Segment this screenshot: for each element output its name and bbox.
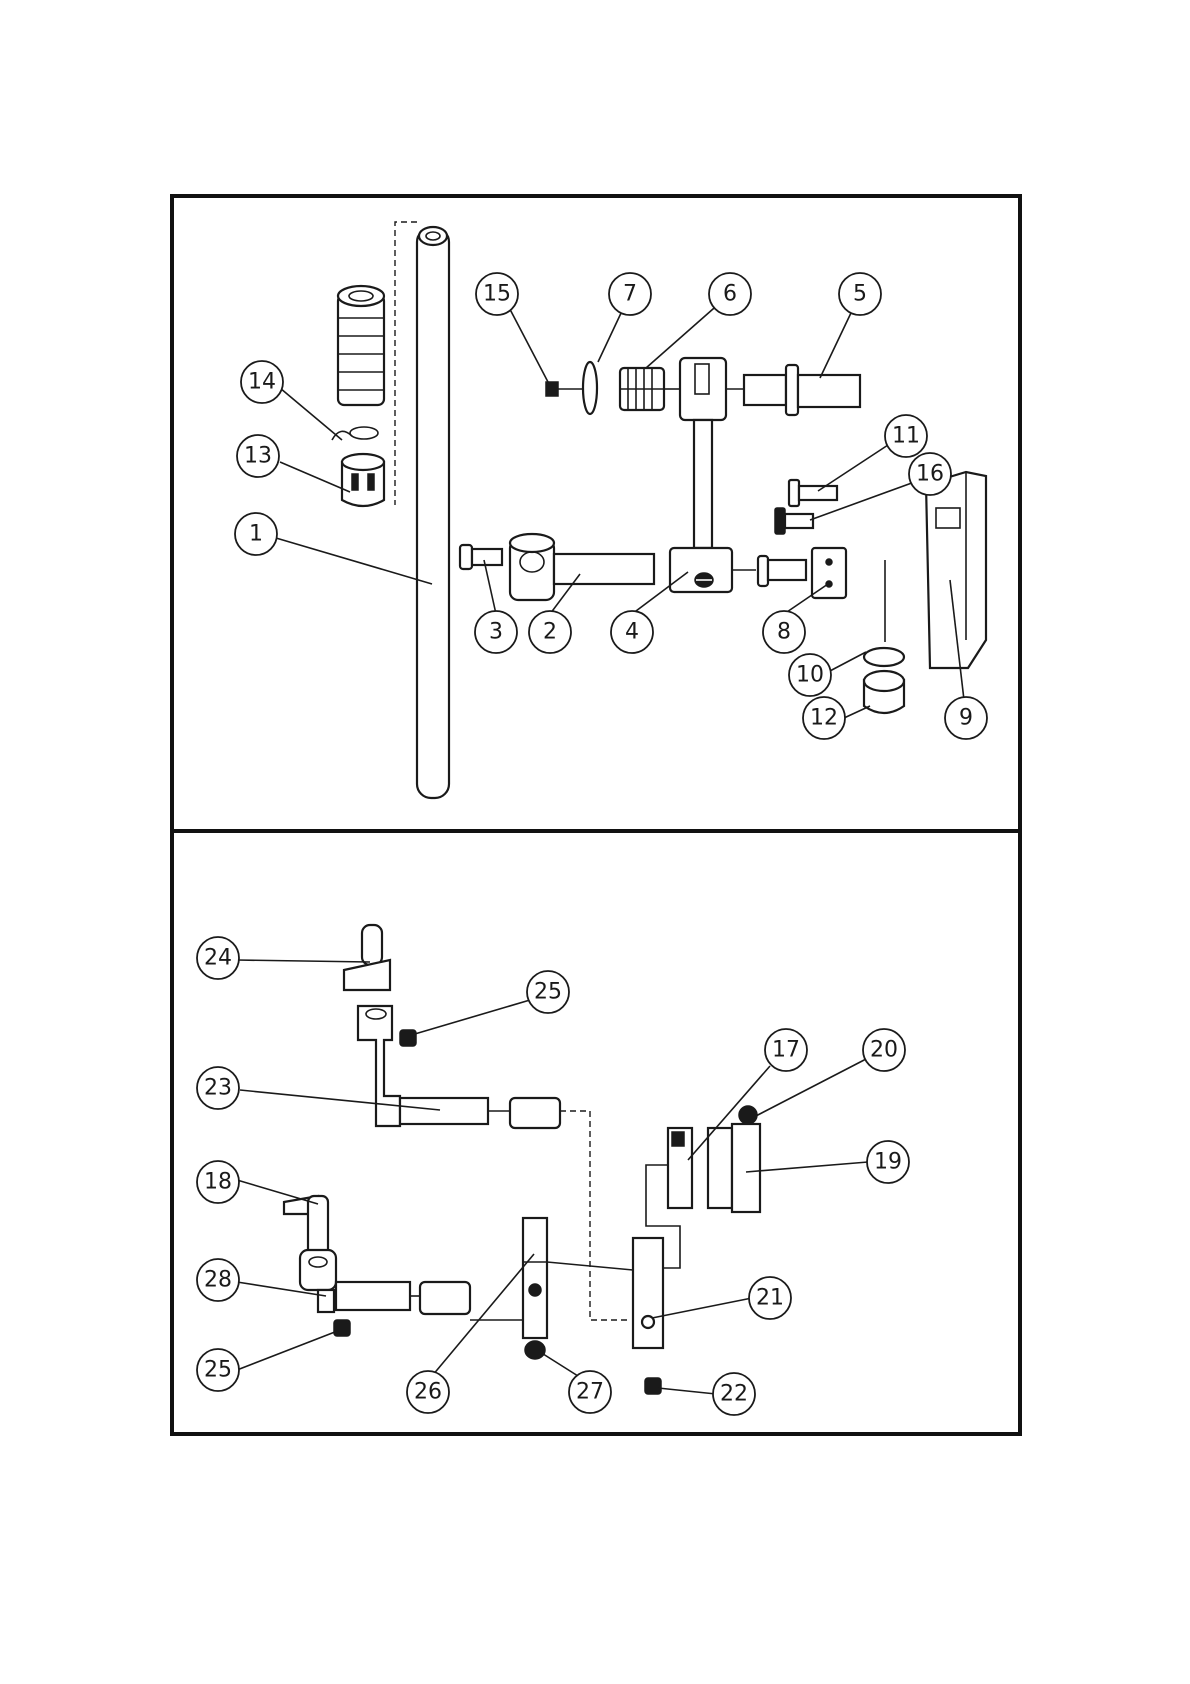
- callout-top-9: 3: [475, 611, 517, 653]
- part-24: [344, 925, 390, 990]
- part-21-block: [633, 1238, 663, 1348]
- part-18: [284, 1196, 328, 1256]
- callout-top-13: 10: [789, 654, 831, 696]
- part-4-block: [670, 548, 732, 592]
- callout-number: 8: [777, 620, 791, 645]
- part-27-nut: [525, 1341, 545, 1359]
- callout-number: 14: [248, 370, 276, 395]
- callout-bottom-2: 23: [197, 1067, 239, 1109]
- callout-number: 25: [534, 980, 562, 1005]
- shaft-dashed-guide: [395, 222, 417, 505]
- callout-number: 24: [204, 946, 232, 971]
- part-connecting-rod: [694, 420, 712, 548]
- part-25-nut-upper: [400, 1030, 416, 1046]
- callout-bottom-0: 24: [197, 937, 239, 979]
- callout-number: 12: [810, 706, 838, 731]
- callout-number: 20: [870, 1038, 898, 1063]
- part-23-bracket: [358, 1006, 560, 1128]
- callout-number: 2: [543, 620, 557, 645]
- callout-number: 3: [489, 620, 503, 645]
- callout-top-1: 7: [609, 273, 651, 315]
- callout-top-14: 12: [803, 697, 845, 739]
- callout-number: 26: [414, 1380, 442, 1405]
- callout-top-11: 4: [611, 611, 653, 653]
- callout-bottom-3: 17: [765, 1029, 807, 1071]
- callout-bottom-5: 19: [867, 1141, 909, 1183]
- part-28-bracket: [300, 1250, 470, 1314]
- callout-number: 22: [720, 1382, 748, 1407]
- part-17-block: [668, 1128, 692, 1208]
- callout-number: 10: [796, 663, 824, 688]
- callout-number: 18: [204, 1170, 232, 1195]
- callout-number: 15: [483, 282, 511, 307]
- callout-number: 4: [625, 620, 639, 645]
- callout-bottom-1: 25: [527, 971, 569, 1013]
- callout-number: 11: [892, 424, 920, 449]
- part-13-collar: [342, 454, 384, 506]
- part-10-ring: [864, 560, 904, 666]
- callout-top-6: 1: [235, 513, 277, 555]
- callout-bottom-8: 25: [197, 1349, 239, 1391]
- callout-top-2: 6: [709, 273, 751, 315]
- part-rocker-upper-block: [680, 358, 726, 420]
- callout-number: 23: [204, 1076, 232, 1101]
- part-25-nut-lower: [334, 1320, 350, 1336]
- callout-number: 9: [959, 706, 973, 731]
- top-panel-parts: [332, 222, 986, 798]
- callout-top-12: 8: [763, 611, 805, 653]
- callout-top-15: 9: [945, 697, 987, 739]
- callout-number: 5: [853, 282, 867, 307]
- part-pin-right: [732, 556, 806, 586]
- part-22-nut: [645, 1378, 661, 1394]
- part-cylinder-stack: [338, 286, 384, 405]
- part-19-block: [708, 1124, 760, 1212]
- callout-number: 13: [244, 444, 272, 469]
- callout-bottom-12: 22: [713, 1373, 755, 1415]
- callout-top-5: 13: [237, 435, 279, 477]
- part-2-crank: [510, 534, 654, 600]
- part-7-washer: [583, 362, 597, 414]
- callout-top-0: 15: [476, 273, 518, 315]
- part-16-screw: [775, 508, 813, 534]
- callout-top-3: 5: [839, 273, 881, 315]
- bottom-panel-frame: [172, 831, 1020, 1434]
- part-3-pin: [460, 545, 502, 569]
- part-9-cover: [926, 472, 986, 668]
- part-1-shaft: [417, 227, 449, 798]
- callout-top-8: 16: [909, 453, 951, 495]
- part-20-nut: [739, 1106, 757, 1124]
- callout-number: 16: [916, 462, 944, 487]
- callout-bottom-11: 27: [569, 1371, 611, 1413]
- callout-number: 19: [874, 1150, 902, 1175]
- part-5-shaft: [744, 365, 860, 415]
- callout-number: 17: [772, 1038, 800, 1063]
- callout-number: 1: [249, 522, 263, 547]
- part-15-screw: [546, 382, 558, 396]
- callout-number: 21: [756, 1286, 784, 1311]
- callout-bottom-10: 26: [407, 1371, 449, 1413]
- part-26-block: [523, 1218, 547, 1338]
- callout-bottom-4: 20: [863, 1029, 905, 1071]
- part-6-bearing: [620, 368, 664, 410]
- callout-bottom-7: 28: [197, 1259, 239, 1301]
- callout-top-7: 11: [885, 415, 927, 457]
- callout-bottom-6: 18: [197, 1161, 239, 1203]
- callout-number: 27: [576, 1380, 604, 1405]
- callout-top-10: 2: [529, 611, 571, 653]
- top-panel-frame: [172, 196, 1020, 831]
- callout-number: 6: [723, 282, 737, 307]
- callout-top-4: 14: [241, 361, 283, 403]
- callout-number: 7: [623, 282, 637, 307]
- callout-number: 25: [204, 1358, 232, 1383]
- callout-bottom-9: 21: [749, 1277, 791, 1319]
- callout-number: 28: [204, 1268, 232, 1293]
